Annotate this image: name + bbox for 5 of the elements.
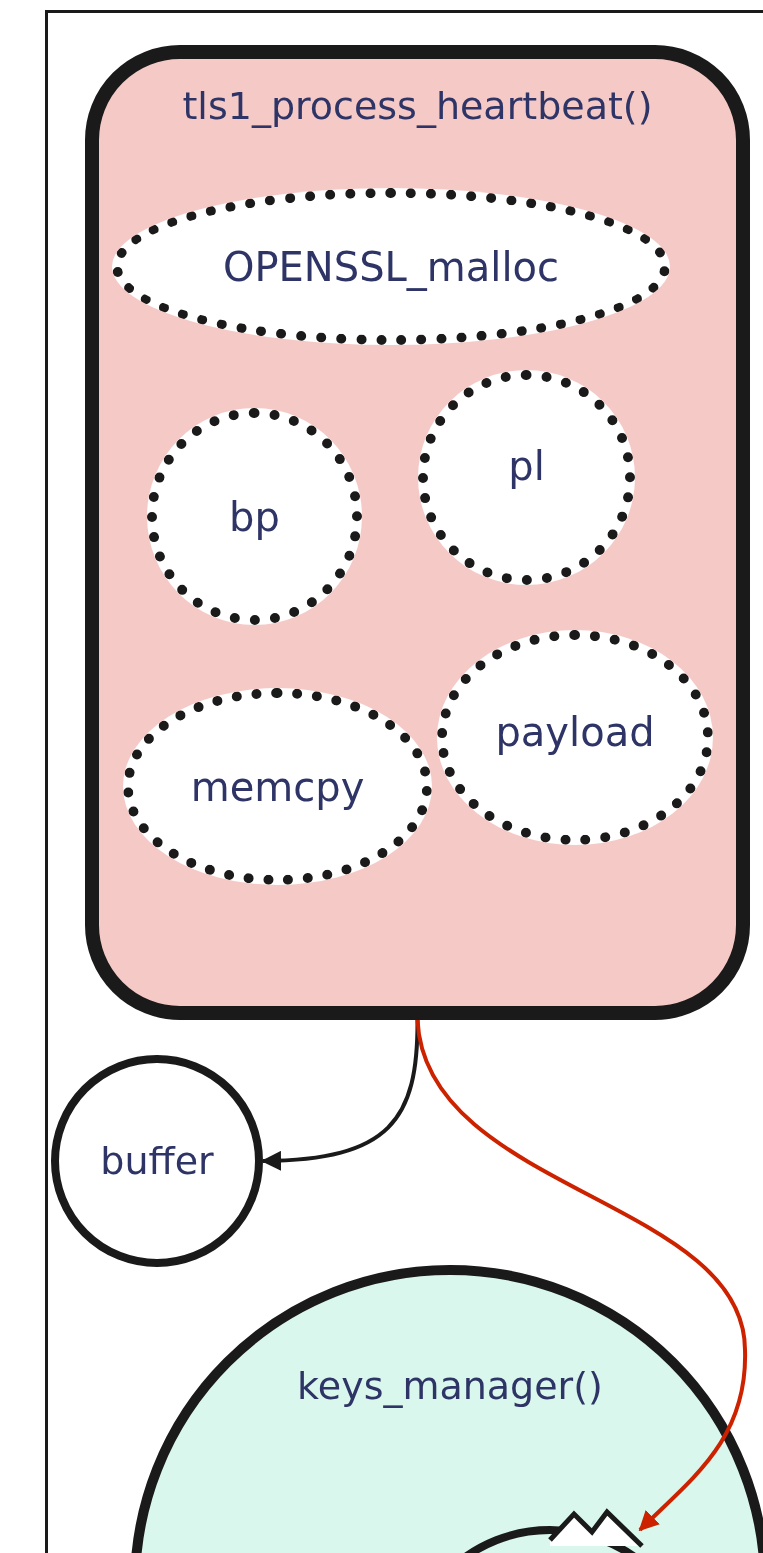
frame-box — [45, 10, 763, 1553]
arrow — [415, 1019, 747, 1532]
arrow — [261, 1019, 420, 1171]
node-label: buffer — [100, 1142, 214, 1180]
function-box — [85, 45, 750, 1020]
